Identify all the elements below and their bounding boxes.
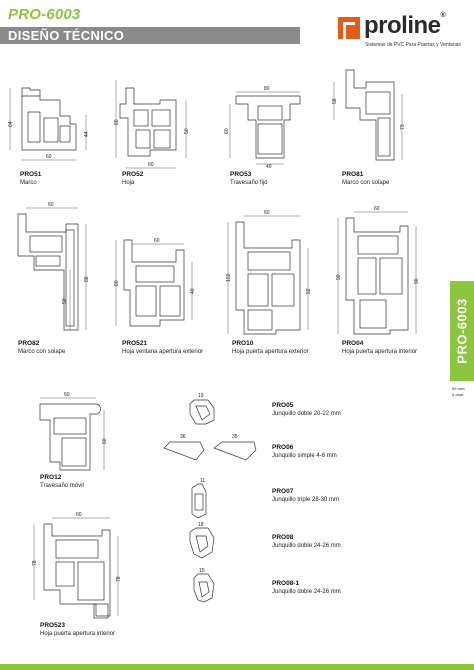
series-title: PRO-6003	[8, 6, 81, 23]
section-title-bar	[0, 27, 300, 44]
dim-pro12-height: 60	[102, 438, 108, 444]
dim-pro52-height: 80	[114, 119, 120, 125]
bead-drawing-pro05	[189, 399, 215, 425]
dim-pro51-inner: 44	[84, 131, 90, 137]
dim-pro523-height: 78	[32, 560, 38, 566]
dim-pro06-b: 35	[232, 434, 238, 440]
dim-pro04-width: 60	[374, 206, 380, 212]
profile-drawing-pro10	[227, 215, 309, 335]
profile-drawing-pro04	[337, 211, 417, 335]
dim-pro10-height: 102	[226, 273, 232, 282]
profile-drawing-pro81	[333, 69, 403, 161]
bead-drawing-pro06	[163, 441, 257, 461]
proline-logo-icon	[338, 17, 360, 42]
dim-pro04-outer: 90	[414, 278, 420, 284]
dim-pro51-width: 60	[46, 154, 52, 160]
section-title: DISEÑO TÉCNICO	[8, 28, 125, 43]
dim-pro53-bottom: 40	[266, 164, 272, 170]
bead-drawing-pro08-1	[193, 573, 215, 603]
dim-pro523-width: 60	[76, 512, 82, 518]
dim-pro521-height: 80	[114, 280, 120, 286]
dim-pro523-inner: 78	[116, 576, 122, 582]
profile-drawing-pro51	[9, 87, 87, 161]
dim-pro08-1: 15	[199, 568, 205, 574]
dim-pro08: 18	[198, 522, 204, 528]
dim-pro07: 11	[200, 478, 205, 484]
profile-drawing-pro523	[33, 517, 119, 619]
dim-pro52-width: 60	[148, 162, 154, 168]
profile-drawing-pro53	[229, 91, 301, 165]
profile-drawing-pro52	[115, 80, 187, 169]
dim-pro521-width: 60	[154, 238, 160, 244]
dim-pro51-height: 64	[8, 121, 14, 127]
dim-pro05: 19	[198, 393, 204, 399]
dim-pro04-height: 90	[336, 274, 342, 280]
dim-pro53-height: 60	[224, 128, 230, 134]
dim-pro82-width: 60	[48, 202, 54, 208]
bead-drawing-pro08	[189, 527, 215, 559]
profile-drawing-pro82	[17, 207, 87, 331]
dim-pro06-a: 36	[180, 434, 186, 440]
brand-tagline: Sistemas de PVC Para Puertas y Ventanas	[365, 42, 461, 48]
dim-pro10-width: 60	[264, 210, 270, 216]
profile-drawing-pro12	[39, 397, 105, 471]
dim-pro12-width: 60	[64, 392, 70, 398]
dim-pro81-outer: 73	[400, 124, 406, 130]
bead-drawing-pro07	[191, 483, 207, 519]
profile-drawing-pro521	[115, 239, 193, 327]
dim-pro52-inner: 50	[184, 128, 190, 134]
dim-pro53-top: 80	[264, 86, 270, 92]
dim-pro82-inner: 50	[62, 298, 68, 304]
dim-pro10-inner: 82	[306, 288, 312, 294]
side-tab	[450, 281, 474, 381]
dim-pro81-height: 58	[332, 98, 338, 104]
dim-pro521-inner: 40	[190, 288, 196, 294]
dim-pro82-height: 88	[84, 276, 90, 282]
footer-bar	[0, 664, 474, 670]
dimension-labels: 64 44 60 80 50 60 80 60 40 58 73 60 50 8…	[8, 86, 420, 582]
brand-name: proline®	[364, 12, 446, 39]
